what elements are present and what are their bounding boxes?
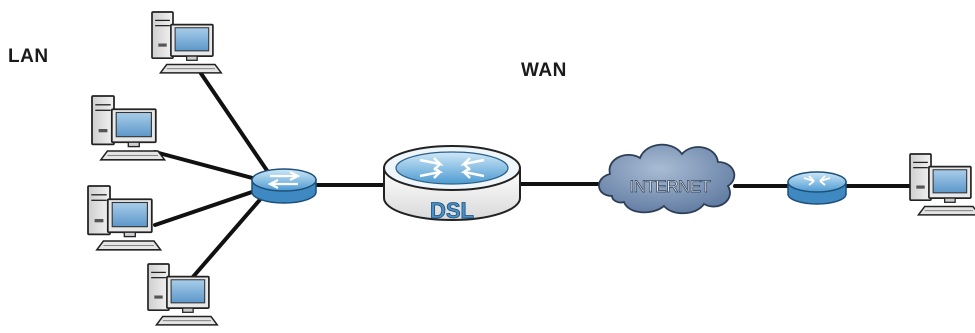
- lan-label: LAN: [8, 46, 49, 67]
- pc-1-icon: [151, 11, 223, 74]
- remote-pc-icon: [909, 153, 975, 216]
- cloud-icon: INTERNET: [598, 143, 736, 215]
- switch-icon: [251, 168, 317, 204]
- router-icon: [787, 171, 847, 205]
- link-pc4-switch: [190, 193, 266, 280]
- pc-4-icon: [147, 263, 219, 326]
- dsl-router-icon: DSL: [383, 145, 521, 223]
- pc-2-icon: [91, 95, 166, 161]
- link-pc1-switch: [198, 70, 270, 174]
- pc-3-icon: [87, 185, 162, 251]
- internet-label: INTERNET: [630, 177, 711, 196]
- links: [153, 70, 912, 280]
- wan-label: WAN: [521, 60, 567, 81]
- dsl-label: DSL: [430, 198, 474, 223]
- link-pc2-switch: [153, 150, 262, 182]
- link-pc3-switch: [153, 188, 260, 227]
